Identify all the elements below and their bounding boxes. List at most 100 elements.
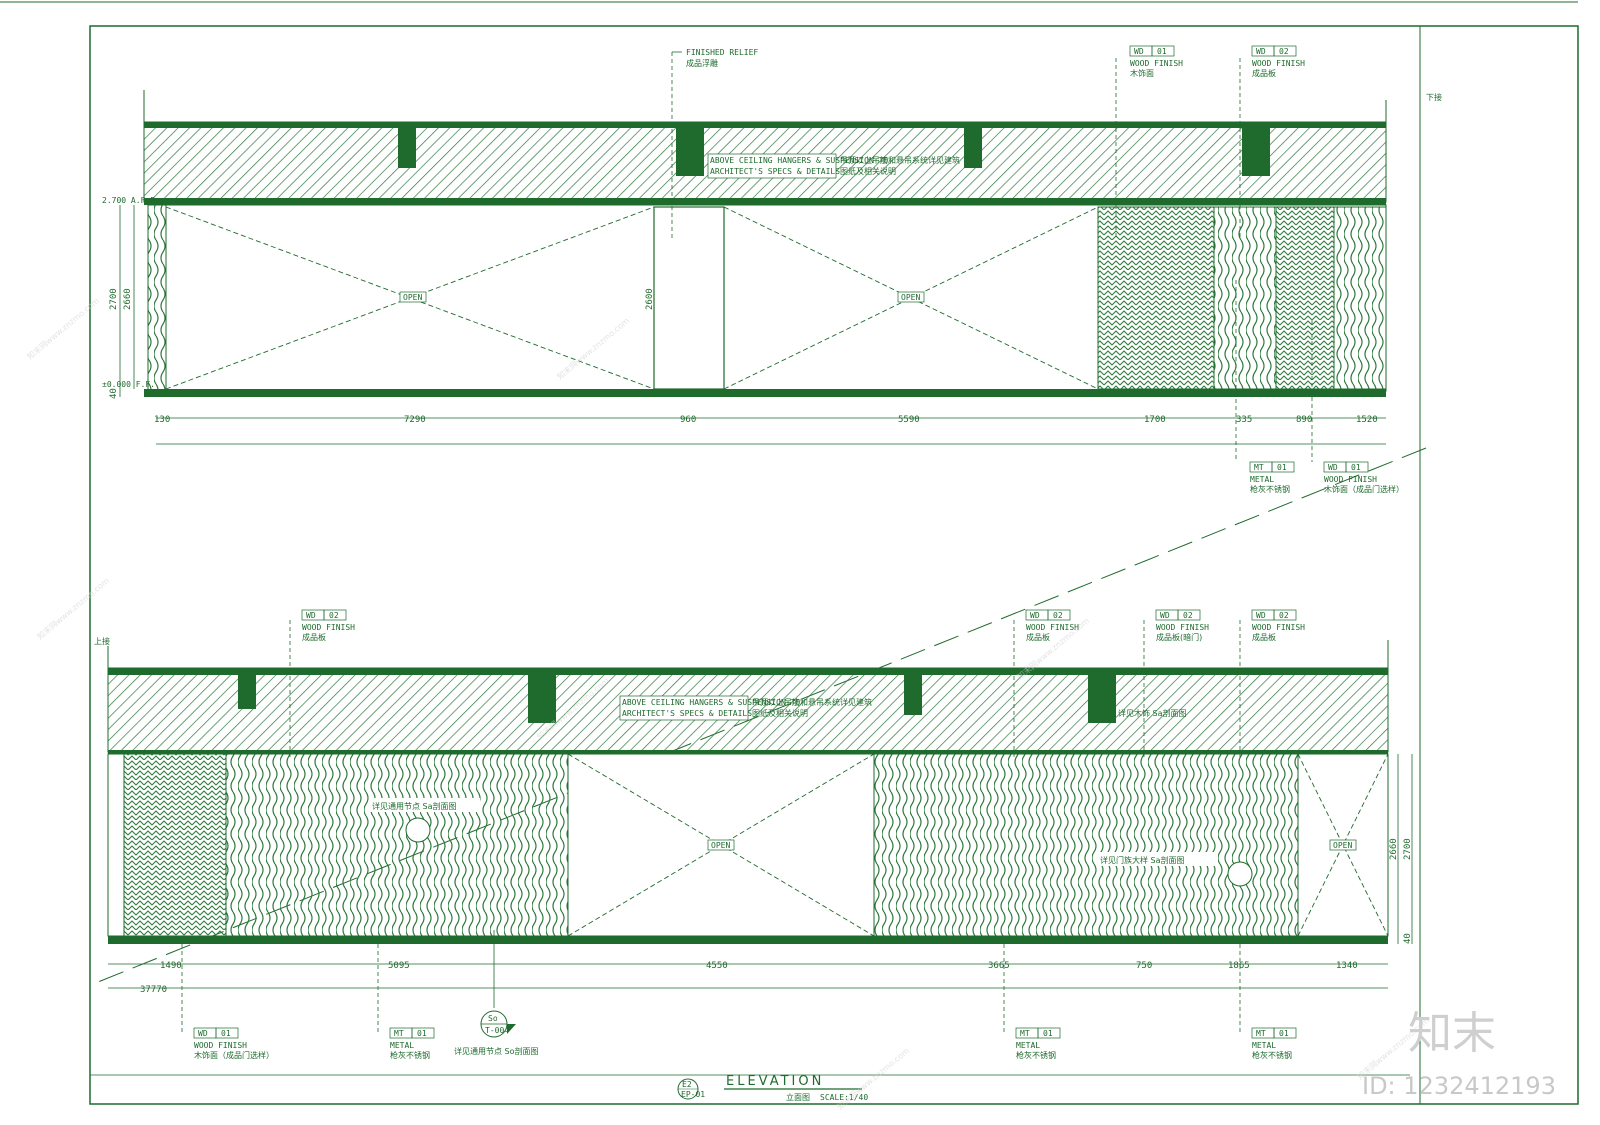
svg-text:WD: WD — [1160, 611, 1170, 620]
bottom-elevation: 上接 ABOVE CEILING HANGERS & SUSPENSION TO… — [94, 609, 1413, 1060]
svg-text:成品板: 成品板 — [1252, 68, 1276, 78]
svg-text:WOOD FINISH: WOOD FINISH — [1252, 59, 1305, 68]
svg-text:METAL: METAL — [390, 1041, 414, 1050]
svg-text:成品板: 成品板 — [1026, 632, 1050, 642]
top-dim-2: 960 — [680, 415, 696, 425]
svg-text:枪灰不锈钢: 枪灰不锈钢 — [1252, 1050, 1292, 1060]
top-right-mark: 下接 — [1426, 92, 1442, 102]
svg-text:02: 02 — [1183, 611, 1193, 620]
svg-text:01: 01 — [1157, 47, 1167, 56]
svg-text:WD: WD — [1134, 47, 1144, 56]
svg-text:02: 02 — [1279, 47, 1289, 56]
bottom-dim-6: 1340 — [1336, 961, 1358, 971]
section-note: 详见通用节点 So剖面图 — [454, 1046, 539, 1056]
top-callout-relief: FINISHED RELIEF 成品浮雕 — [671, 48, 758, 240]
svg-text:MT: MT — [1254, 463, 1264, 472]
svg-text:So: So — [488, 1014, 498, 1023]
top-callout-wd02: WD 02 WOOD FINISH 成品板 — [1239, 45, 1305, 240]
bottom-callout-top-3: WD 02 WOOD FINISH 成品板(暗门) — [1143, 609, 1209, 760]
svg-text:WD: WD — [306, 611, 316, 620]
top-dim-3: 5590 — [898, 415, 920, 425]
title-text: ELEVATION — [726, 1074, 824, 1089]
bottom-dim-5: 1865 — [1228, 961, 1250, 971]
bottom-height-2660: 2660 — [1389, 838, 1399, 860]
bottom-open-label-1: OPEN — [711, 841, 730, 850]
top-ceiling-note-cn-1: 吊顶以上吊筋和悬吊系统详见建筑 — [840, 155, 960, 165]
bottom-callout-bottom-3: MT 01 METAL 枪灰不锈钢 — [1003, 944, 1061, 1060]
top-open-label-2: OPEN — [901, 293, 920, 302]
bottom-dim-total: 37770 — [140, 985, 167, 995]
svg-text:01: 01 — [1277, 463, 1287, 472]
svg-text:02: 02 — [1279, 611, 1289, 620]
top-level-upper: 2.700 A.F.F. — [102, 196, 160, 205]
top-dim-0: 130 — [154, 415, 170, 425]
top-height-2700: 2700 — [109, 288, 119, 310]
top-height-2660: 2660 — [123, 288, 133, 310]
svg-text:MT: MT — [1020, 1029, 1030, 1038]
svg-text:WD: WD — [198, 1029, 208, 1038]
svg-text:WOOD FINISH: WOOD FINISH — [1026, 623, 1079, 632]
top-height-2600: 2600 — [645, 288, 655, 310]
top-dim-6: 890 — [1296, 415, 1312, 425]
bottom-open-label-2: OPEN — [1333, 841, 1352, 850]
svg-text:01: 01 — [417, 1029, 427, 1038]
svg-text:成品板(暗门): 成品板(暗门) — [1156, 632, 1202, 642]
bottom-left-mark: 上接 — [94, 636, 110, 646]
bottom-callout-bottom-1: WD 01 WOOD FINISH 木饰面（成品门选样） — [181, 944, 274, 1060]
bottom-note-1: 详见通用节点 Sa剖面图 — [372, 801, 457, 811]
top-dim-5: 335 — [1236, 415, 1252, 425]
bottom-callout-top-1: WD 02 WOOD FINISH 成品板 — [289, 609, 355, 760]
svg-text:成品板: 成品板 — [302, 632, 326, 642]
top-level-lower: ±0.000 F.F. — [102, 380, 155, 389]
title-subtitle: 立面图 — [786, 1092, 810, 1102]
svg-text:木饰面（成品门选样）: 木饰面（成品门选样） — [1324, 484, 1404, 494]
title-ref-bottom: EP-01 — [681, 1090, 705, 1099]
bottom-ceiling-note-en-2: ARCHITECT'S SPECS & DETAILS — [622, 709, 752, 718]
svg-text:METAL: METAL — [1016, 1041, 1040, 1050]
svg-text:02: 02 — [329, 611, 339, 620]
bottom-ceiling-note-cn-1: 吊顶以上吊筋和悬吊系统详见建筑 — [752, 697, 872, 707]
svg-text:知末网www.znzmo.com: 知末网www.znzmo.com — [555, 315, 631, 381]
top-elevation: ABOVE CEILING HANGERS & SUSPENSION TO AR… — [102, 45, 1442, 494]
svg-text:枪灰不锈钢: 枪灰不锈钢 — [1016, 1050, 1056, 1060]
svg-text:枪灰不锈钢: 枪灰不锈钢 — [1250, 484, 1290, 494]
svg-text:WD: WD — [1328, 463, 1338, 472]
bottom-height-40: 40 — [1403, 933, 1413, 944]
top-ceiling-note-en-1: ABOVE CEILING HANGERS & SUSPENSION TO — [710, 156, 888, 165]
title-scale: SCALE:1/40 — [820, 1093, 868, 1102]
bottom-callout-bottom-2: MT 01 METAL 枪灰不锈钢 — [377, 944, 435, 1060]
svg-text:成品板: 成品板 — [1252, 632, 1276, 642]
svg-text:WOOD FINISH: WOOD FINISH — [1156, 623, 1209, 632]
bottom-callout-bottom-4: MT 01 METAL 枪灰不锈钢 — [1239, 944, 1297, 1060]
top-height-40: 40 — [109, 388, 119, 399]
bottom-height-2700: 2700 — [1403, 838, 1413, 860]
svg-text:WOOD FINISH: WOOD FINISH — [1324, 475, 1377, 484]
section-marker: So T-004 详见通用节点 So剖面图 — [454, 930, 539, 1056]
svg-text:01: 01 — [221, 1029, 231, 1038]
top-panel-open-2 — [723, 206, 1099, 390]
bottom-ceiling-note-en-1: ABOVE CEILING HANGERS & SUSPENSION TO — [622, 698, 800, 707]
top-dim-1: 7290 — [404, 415, 426, 425]
svg-text:METAL: METAL — [1252, 1041, 1276, 1050]
svg-text:知末网www.znzmo.com: 知末网www.znzmo.com — [35, 575, 111, 641]
sheet-border — [0, 1, 1579, 1105]
top-ceiling-note-en-2: ARCHITECT'S SPECS & DETAILS — [710, 167, 840, 176]
svg-text:MT: MT — [1256, 1029, 1266, 1038]
top-open-label-1: OPEN — [403, 293, 422, 302]
svg-text:WD: WD — [1256, 611, 1266, 620]
svg-text:WOOD FINISH: WOOD FINISH — [1252, 623, 1305, 632]
bottom-note-3: 详见木饰 Sa剖面图 — [1118, 708, 1187, 718]
top-callout-wd01-door: WD 01 WOOD FINISH 木饰面（成品门选样） — [1311, 320, 1404, 494]
top-dim-7: 1520 — [1356, 415, 1378, 425]
svg-text:MT: MT — [394, 1029, 404, 1038]
svg-text:枪灰不锈钢: 枪灰不锈钢 — [390, 1050, 430, 1060]
watermark-id: ID: 1232412193 — [1362, 1072, 1556, 1100]
top-callout-mt01: MT 01 METAL 枪灰不锈钢 — [1235, 280, 1295, 494]
bottom-callout-top-4: WD 02 WOOD FINISH 成品板 — [1239, 609, 1305, 760]
svg-text:01: 01 — [1279, 1029, 1289, 1038]
bottom-ceiling-note-cn-2: 图纸及相关说明 — [752, 708, 808, 718]
top-dim-4: 1700 — [1144, 415, 1166, 425]
svg-text:知末网www.znzmo.com: 知末网www.znzmo.com — [835, 1045, 911, 1111]
bottom-dim-3: 3665 — [988, 961, 1010, 971]
svg-text:T-004: T-004 — [485, 1026, 509, 1035]
